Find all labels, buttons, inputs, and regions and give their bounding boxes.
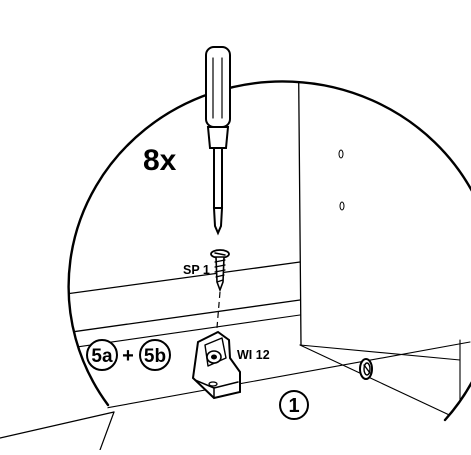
hole-upper xyxy=(338,149,344,159)
panel-a-badge xyxy=(86,339,118,371)
panel-b-badge xyxy=(139,339,171,371)
corner-bracket-icon xyxy=(191,330,241,400)
screwdriver-icon xyxy=(205,46,231,236)
hole-lower xyxy=(339,201,345,211)
panel-b-label: 5b xyxy=(144,346,166,367)
screw-part-label: SP 1 xyxy=(183,263,210,277)
step-panel-label: 1 xyxy=(288,395,299,417)
cam-lock-icon xyxy=(359,358,373,380)
quantity-label: 8x xyxy=(143,144,177,177)
screw-icon xyxy=(210,249,230,293)
step-panel-badge xyxy=(279,390,309,420)
magnifier-outline xyxy=(67,80,471,422)
plus-sign: + xyxy=(122,345,134,367)
bracket-part-label: WI 12 xyxy=(237,348,270,362)
panel-a-label: 5a xyxy=(91,346,113,367)
